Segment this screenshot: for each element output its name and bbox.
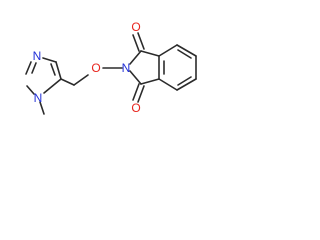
benzene-ring	[158, 44, 197, 91]
double-bond-inner	[177, 49, 192, 59]
bond	[60, 78, 75, 86]
oxygen-atom-label: O	[131, 101, 140, 115]
bond	[158, 78, 178, 91]
double-bond-inner	[31, 62, 37, 74]
imide-ring	[129, 32, 160, 103]
molecule-structure-diagram: O O N O N N	[25, 20, 197, 115]
imidazole-ring	[25, 57, 62, 115]
carbonyl-bond	[132, 34, 140, 52]
double-bond-inner	[50, 63, 56, 76]
bond	[158, 44, 178, 57]
bond	[73, 74, 89, 86]
oxygen-atom-label: O	[91, 61, 100, 75]
methyl-bond	[39, 101, 45, 115]
bond	[25, 61, 32, 75]
linker	[60, 67, 123, 86]
nitrogen-atom-label: N	[34, 91, 43, 105]
bond	[42, 57, 57, 63]
carbonyl-bond	[137, 32, 145, 50]
bond	[176, 78, 197, 91]
bond	[43, 78, 62, 94]
nitrogen-atom-label: N	[33, 49, 42, 63]
double-bond-inner	[177, 76, 192, 86]
bond	[129, 70, 142, 85]
bond	[140, 50, 160, 57]
carbonyl-bond	[132, 83, 140, 101]
oxygen-atom-label: O	[131, 20, 140, 34]
bond	[129, 50, 142, 65]
bond	[26, 85, 35, 95]
bond	[55, 61, 62, 80]
nitrogen-atom-label: N	[122, 61, 131, 75]
bond	[176, 44, 197, 57]
carbonyl-bond	[137, 85, 145, 103]
atom-labels: O O N O N N	[33, 20, 141, 115]
bond	[140, 78, 160, 85]
